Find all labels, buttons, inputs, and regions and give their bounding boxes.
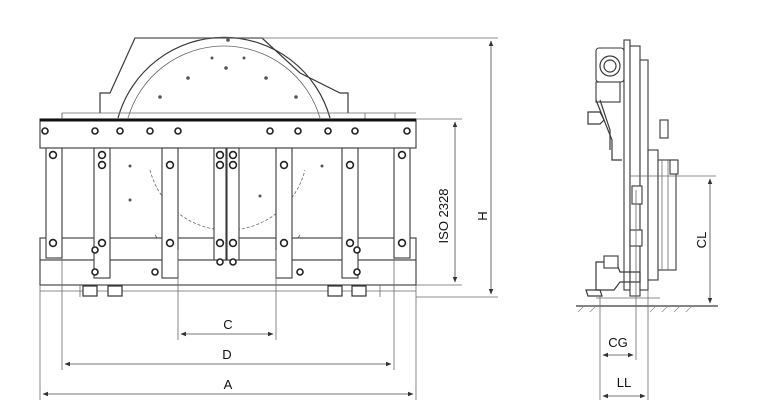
dimension-h: H xyxy=(135,37,498,298)
dimension-cl: CL xyxy=(630,175,716,304)
dimension-ll: LL xyxy=(602,290,649,400)
dimension-cg: CG xyxy=(599,190,637,400)
rotator-housing xyxy=(99,37,349,113)
dimension-c-label: C xyxy=(223,317,232,332)
dimension-cg-label: CG xyxy=(608,335,628,350)
dimension-cl-label: CL xyxy=(694,232,709,249)
bottom-pads xyxy=(82,285,367,297)
dimension-a-label: A xyxy=(224,377,233,392)
dimension-c: C xyxy=(177,250,277,340)
dimension-iso-label: ISO 2328 xyxy=(436,189,451,244)
dimension-d: D xyxy=(61,258,395,370)
dimension-ll-label: LL xyxy=(617,375,631,390)
dimension-d-label: D xyxy=(222,347,231,362)
front-view xyxy=(39,36,417,297)
dimension-h-label: H xyxy=(475,211,490,220)
rotator-disc xyxy=(117,36,331,119)
fork-arms xyxy=(45,147,411,279)
dimension-a: A xyxy=(39,285,417,400)
dimension-iso: ISO 2328 xyxy=(416,118,462,286)
side-view xyxy=(576,39,718,313)
top-bar-bolts xyxy=(41,127,411,135)
frame-bolts xyxy=(48,150,407,276)
disc-bolts xyxy=(158,38,298,99)
